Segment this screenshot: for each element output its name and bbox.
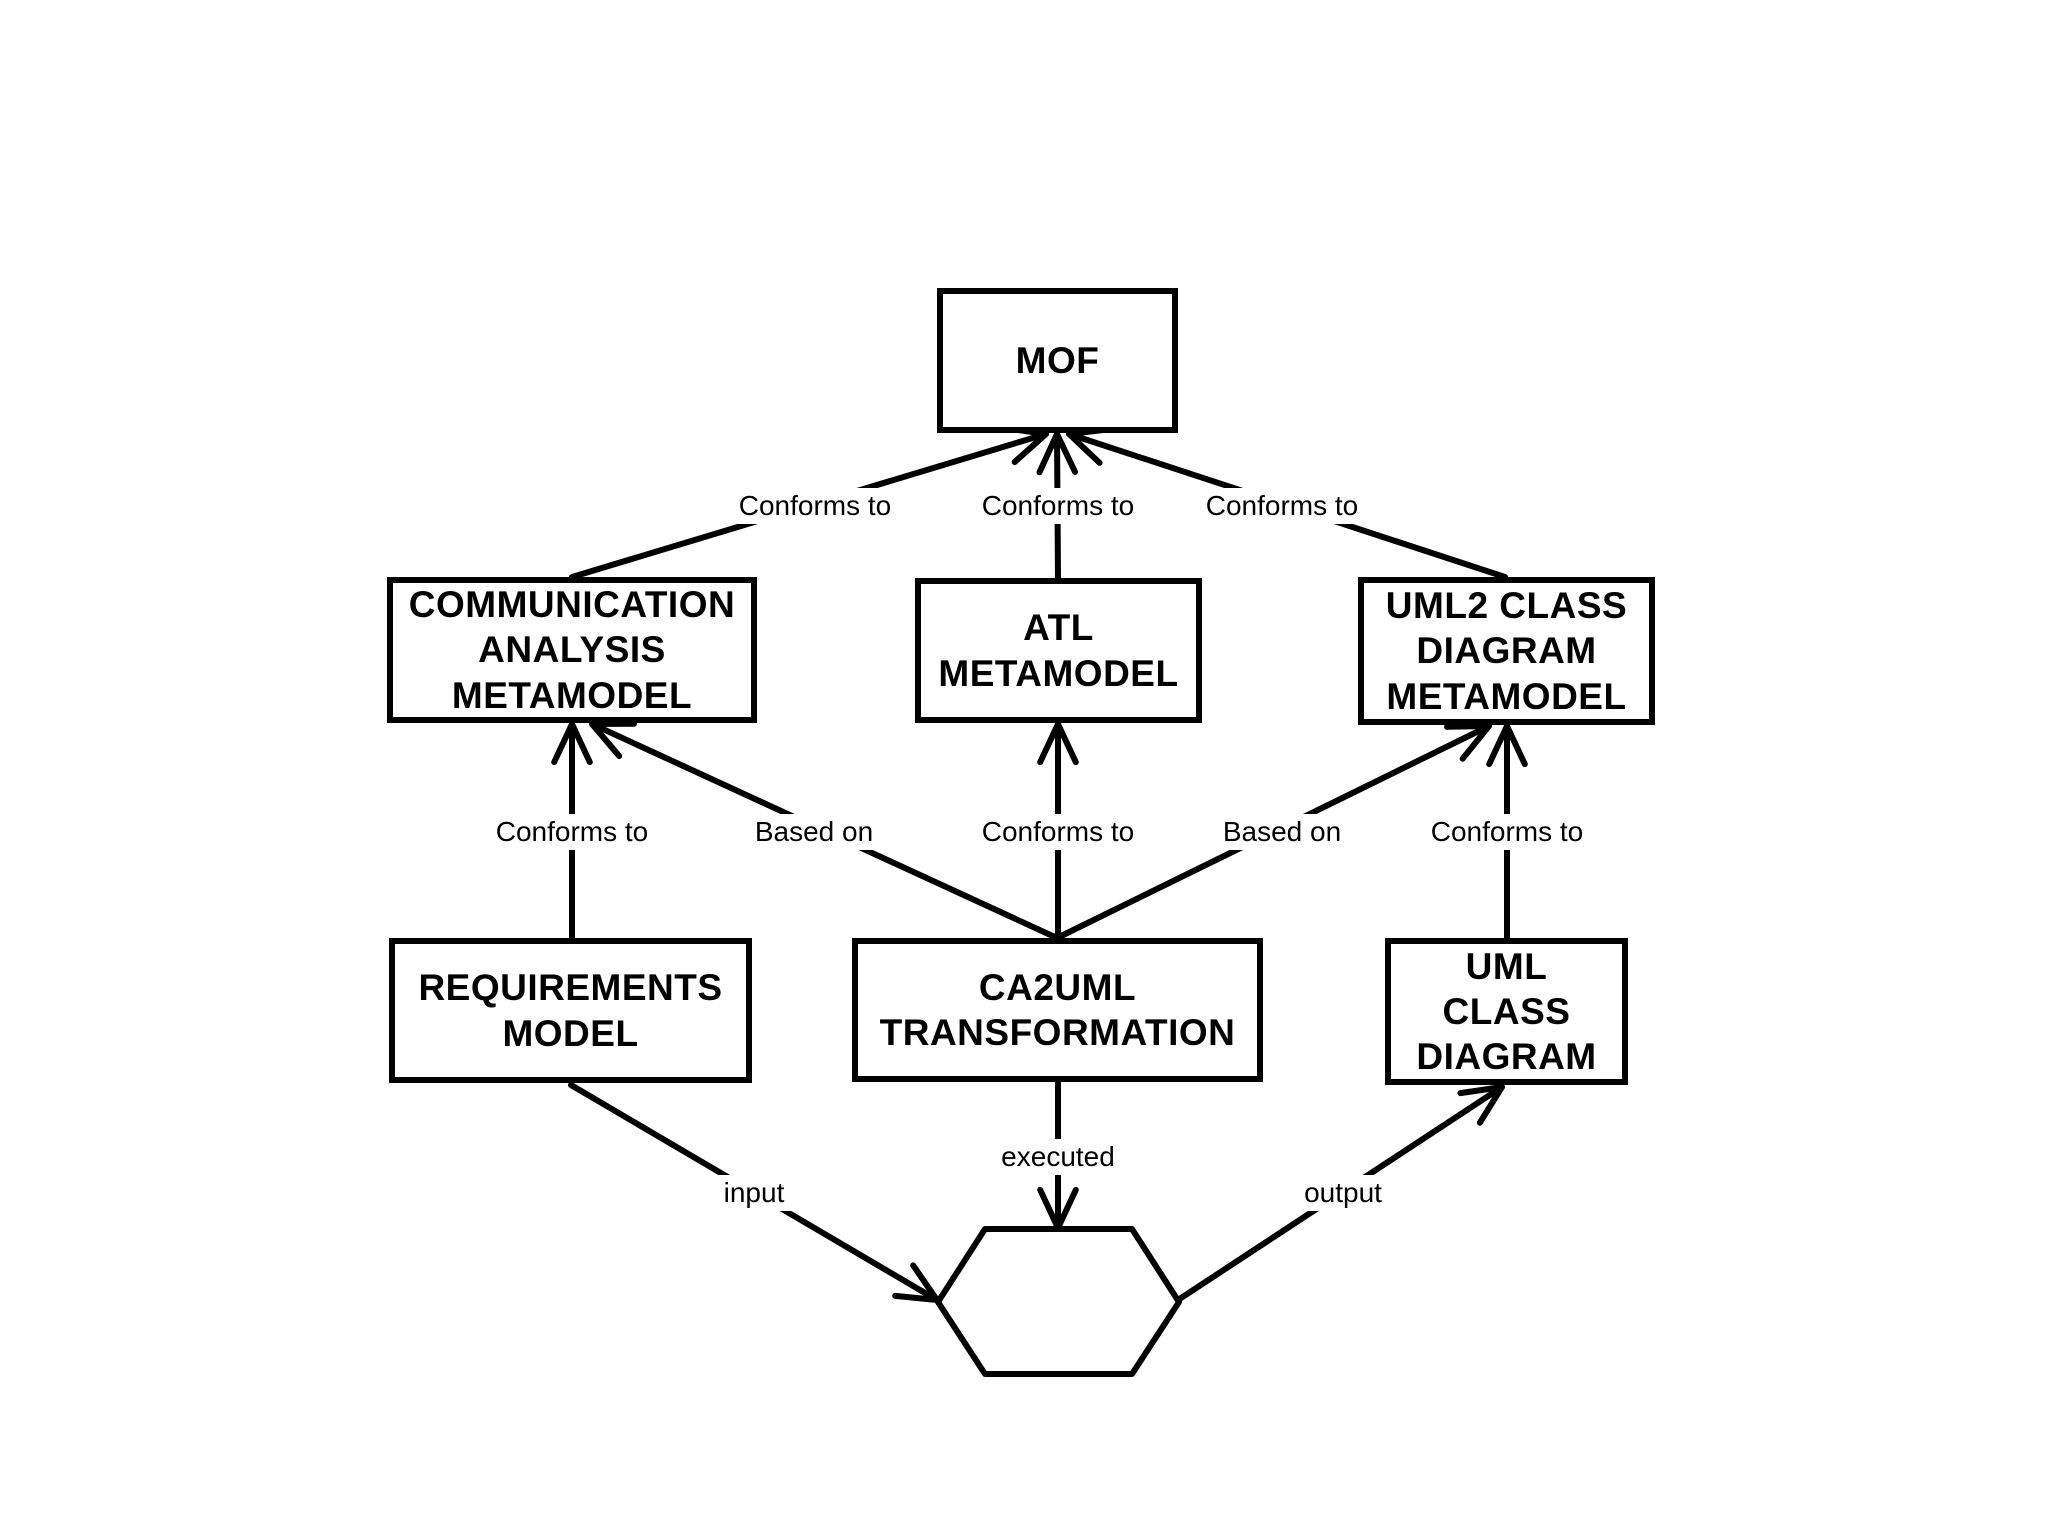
arrowhead-ca2uml-to-comm [589,720,637,759]
arrowhead-umlcd-to-uml2 [1486,723,1528,768]
edge-label-uml2-to-mof: Conforms to [1197,488,1367,524]
node-umlcd-line-3: DIAGRAM [1416,1036,1597,1078]
node-atl-line-2: METAMODEL [938,652,1179,694]
node-umlcd-line-2: CLASS [1442,990,1571,1032]
arrowhead-ca2uml-to-uml2 [1444,723,1492,762]
node-ca2uml-line-2: TRANSFORMATION [879,1012,1236,1053]
node-mof-label: MOF [1015,339,1100,381]
node-ca2uml-line-1: CA2UML [978,966,1137,1008]
edge-label-input: input [715,1175,793,1211]
node-umlcd-line-1: UML [1465,945,1548,987]
node-atl-line-1: ATL [1023,607,1094,649]
arrowhead-ca2uml-to-atl [1037,721,1079,766]
arrowhead-req-to-execution [892,1262,940,1303]
node-comm-line-1: COMMUNICATION [408,584,736,626]
node-ca2uml-transformation: CA2UML TRANSFORMATION [852,938,1263,1082]
edge-label-ca2uml-to-atl: Conforms to [973,814,1143,850]
arrowhead-req-to-comm [551,721,593,766]
edge-label-ca2uml-to-uml2: Based on [1214,814,1350,850]
node-uml2-line-3: METAMODEL [1386,675,1627,717]
node-uml2-line-1: UML2 CLASS [1385,585,1628,627]
edge-label-comm-to-mof: Conforms to [730,488,900,524]
edge-label-umlcd-to-uml2: Conforms to [1422,814,1592,850]
edge-label-ca2uml-to-comm: Based on [746,814,882,850]
node-req-line-2: MODEL [502,1012,639,1054]
edge-label-output: output [1296,1175,1390,1211]
node-atl-metamodel: ATL METAMODEL [915,578,1202,723]
arrowhead-execution-to-umlcd [1457,1084,1505,1126]
node-uml-class-diagram: UML CLASS DIAGRAM [1385,938,1628,1085]
edge-label-executed: executed [993,1139,1123,1175]
node-uml2-class-diagram-metamodel: UML2 CLASS DIAGRAM METAMODEL [1358,577,1655,725]
edge-label-atl-to-mof: Conforms to [973,488,1143,524]
node-mof: MOF [937,288,1178,433]
node-requirements-model: REQUIREMENTS MODEL [389,938,752,1083]
arrowhead-atl-to-mof [1036,431,1078,476]
node-uml2-line-2: DIAGRAM [1416,630,1597,672]
node-comm-line-2: ANALYSIS [478,629,666,671]
node-req-line-1: REQUIREMENTS [418,967,723,1009]
node-comm-line-3: METAMODEL [451,674,693,716]
node-communication-analysis-metamodel: COMMUNICATION ANALYSIS METAMODEL [387,577,757,723]
execution-hexagon [935,1226,1182,1377]
edge-label-req-to-comm: Conforms to [487,814,657,850]
